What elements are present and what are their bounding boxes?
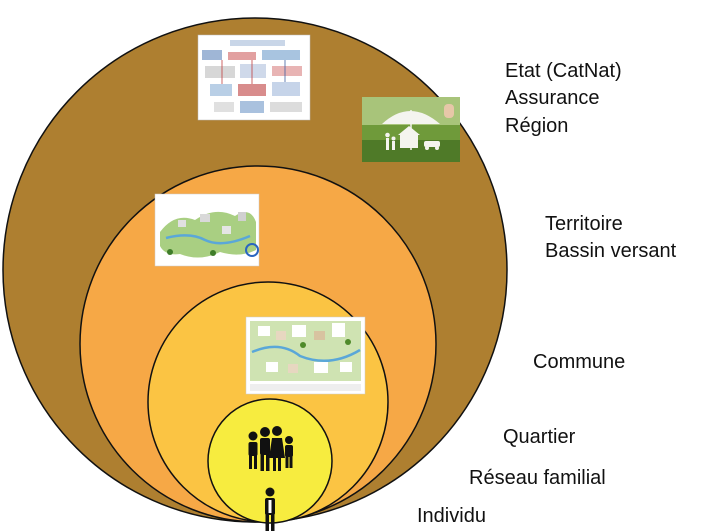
family-level-label: Réseau familial bbox=[469, 467, 606, 489]
governance-flowchart-thumbnail bbox=[197, 34, 311, 121]
individual-level-label: Individu bbox=[417, 505, 486, 527]
family-group-icon bbox=[248, 426, 293, 471]
territory-level-label-line-2: Bassin versant bbox=[545, 240, 677, 262]
neighbourhood-level-label: Quartier bbox=[503, 426, 576, 448]
family-circle bbox=[207, 398, 333, 524]
individual-person-icon bbox=[265, 487, 275, 531]
commune-map-thumbnail bbox=[245, 316, 366, 395]
state-level-label-line-2: Assurance bbox=[505, 87, 600, 109]
watershed-territory-thumbnail bbox=[154, 193, 260, 267]
state-level-label-line-1: Etat (CatNat) bbox=[505, 60, 622, 82]
state-level-label-line-3: Région bbox=[505, 115, 569, 137]
insurance-umbrella-thumbnail bbox=[362, 97, 460, 162]
territory-level-label-line-1: Territoire bbox=[545, 213, 623, 235]
commune-level-label: Commune bbox=[533, 351, 626, 373]
